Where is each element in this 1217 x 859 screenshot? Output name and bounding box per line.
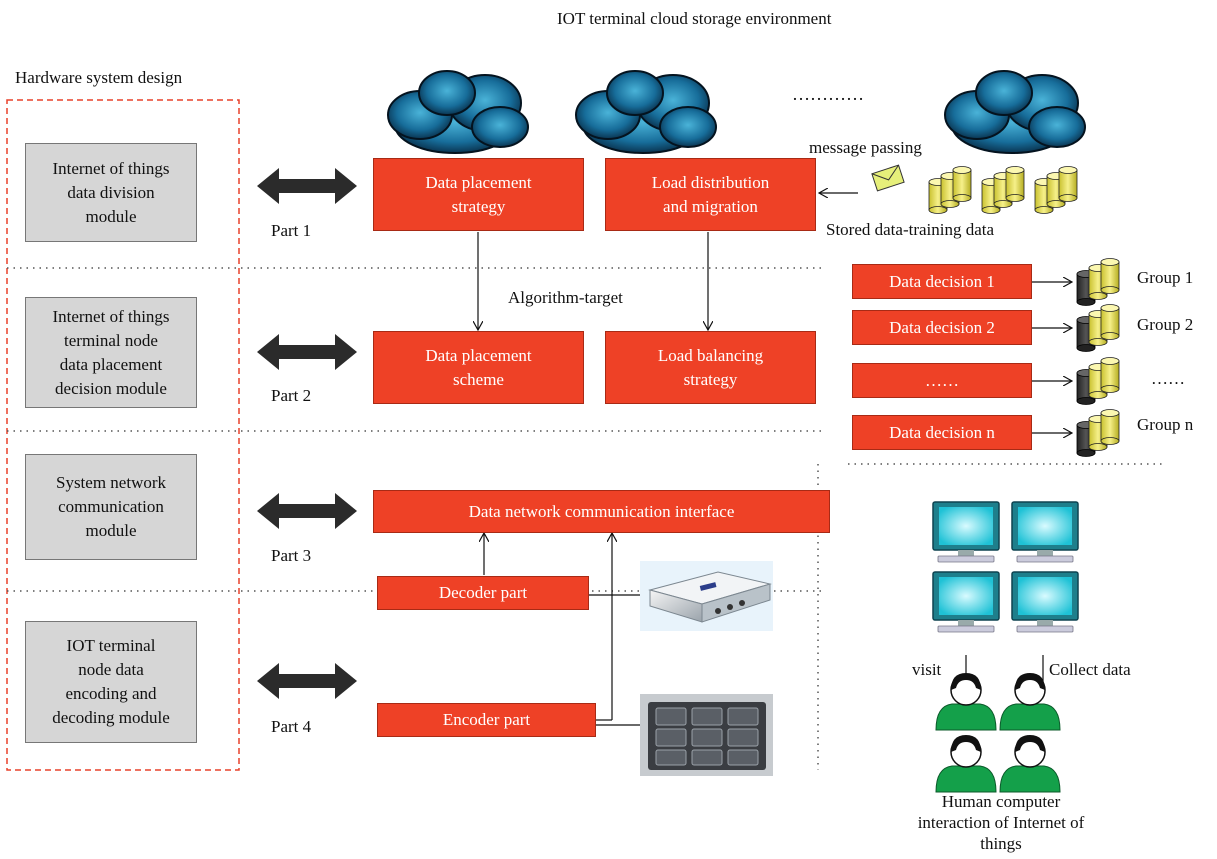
decision-box-3: …… (852, 363, 1032, 398)
visit-label: visit (912, 660, 942, 679)
double-arrow-icon (257, 663, 357, 699)
cloud-icon (575, 70, 717, 154)
message-passing-label: message passing (809, 138, 922, 157)
group-3-label: …… (1151, 369, 1185, 388)
stored-data-label: Stored data-training data (826, 220, 995, 239)
module-placement-decision: Internet of things terminal node data pl… (25, 297, 197, 408)
double-arrow-icon (257, 334, 357, 370)
group-2-label: Group 2 (1137, 315, 1194, 334)
user-icon (999, 672, 1061, 731)
human-computer-caption: Human computer interaction of Internet o… (917, 792, 1085, 853)
module-encoding-decoding: IOT terminal node data encoding and deco… (25, 621, 197, 743)
cloud-icon (387, 70, 529, 154)
group-n-label: Group n (1137, 415, 1194, 434)
hardware-frame (6, 99, 240, 771)
collect-data-label: Collect data (1049, 660, 1131, 679)
monitor-icon (932, 571, 1000, 633)
group-2-database-icon (1076, 304, 1120, 352)
part-3-label: Part 3 (271, 546, 312, 565)
group-1-label: Group 1 (1137, 268, 1194, 287)
monitor-icon (932, 501, 1000, 563)
monitor-icon (1011, 501, 1079, 563)
module-data-division: Internet of things data division module (25, 143, 197, 242)
decision-box-1: Data decision 1 (852, 264, 1032, 299)
group-3-database-icon (1076, 357, 1120, 405)
diagram-title: IOT terminal cloud storage environment (557, 9, 832, 28)
double-arrow-icon (257, 168, 357, 204)
group-1-database-icon (1076, 258, 1120, 306)
cloud-icon (944, 70, 1086, 154)
part-2-label: Part 2 (271, 386, 312, 405)
database-group-icon (928, 166, 1078, 214)
network-interface-box: Data network communication interface (373, 490, 830, 533)
load-distribution-box: Load distribution and migration (605, 158, 816, 231)
user-icon (935, 734, 997, 793)
double-arrow-icon (257, 493, 357, 529)
user-icon (999, 734, 1061, 793)
user-icon (935, 672, 997, 731)
hardware-title: Hardware system design (15, 68, 183, 87)
encoder-device-icon (640, 694, 773, 776)
decision-box-2: Data decision 2 (852, 310, 1032, 345)
algorithm-target-label: Algorithm-target (508, 288, 623, 307)
envelope-icon (871, 164, 905, 192)
load-balancing-box: Load balancing strategy (605, 331, 816, 404)
data-placement-scheme-box: Data placement scheme (373, 331, 584, 404)
group-n-database-icon (1076, 409, 1120, 457)
top-ellipsis: ………… (792, 84, 864, 104)
part-4-label: Part 4 (271, 717, 312, 736)
decision-arrows (1032, 282, 1072, 433)
part-1-label: Part 1 (271, 221, 312, 240)
encoder-box: Encoder part (377, 703, 596, 737)
decoder-box: Decoder part (377, 576, 589, 610)
decoder-device-icon (640, 561, 773, 631)
decision-box-n: Data decision n (852, 415, 1032, 450)
module-network-communication: System network communication module (25, 454, 197, 560)
data-placement-strategy-box: Data placement strategy (373, 158, 584, 231)
monitor-icon (1011, 571, 1079, 633)
